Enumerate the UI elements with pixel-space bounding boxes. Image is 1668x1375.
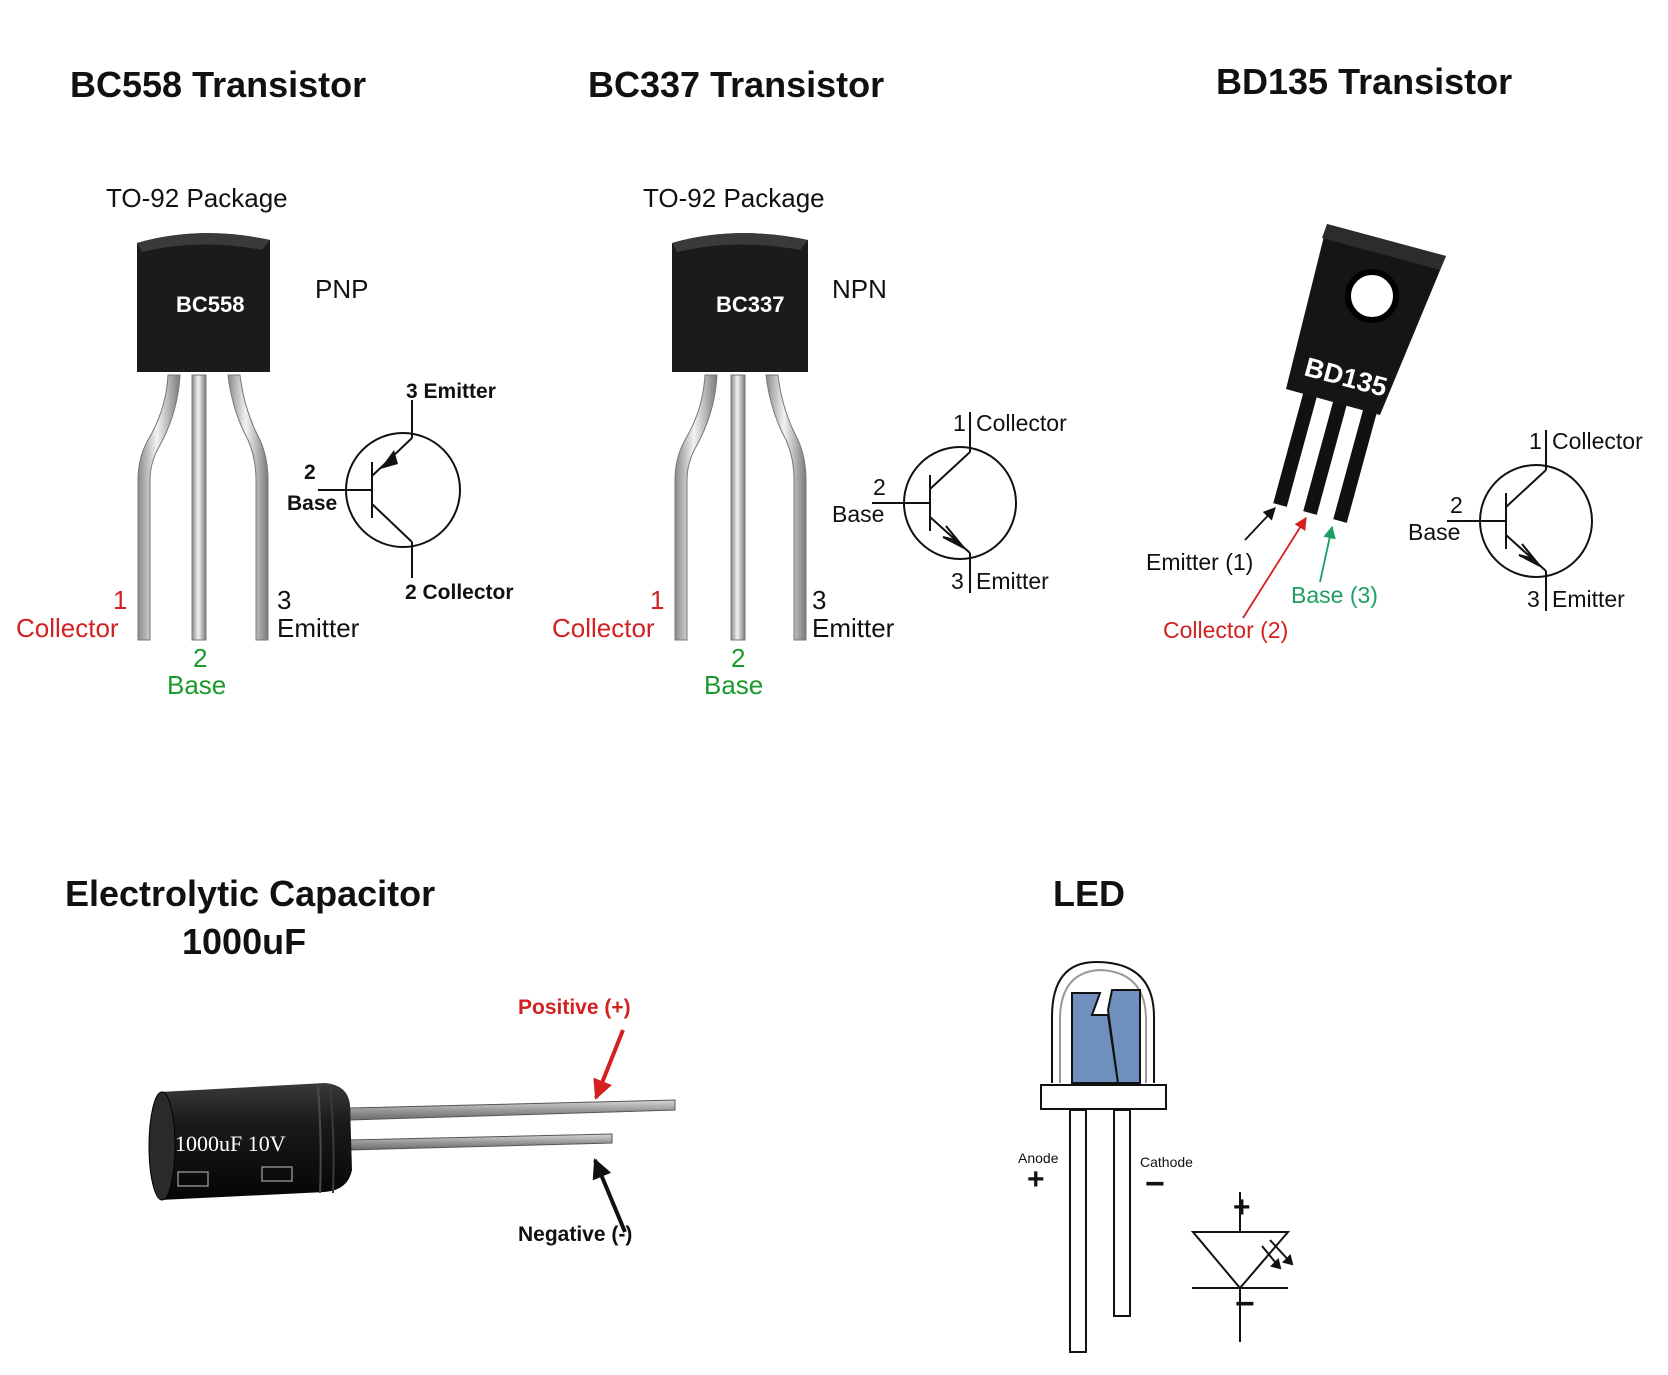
bd135-symbol-collector-label: Collector: [1552, 428, 1643, 454]
capacitor-negative-arrow: [592, 1158, 627, 1233]
led-section: LED Anode + Cathode − + −: [1018, 873, 1294, 1353]
led-anode-label: Anode: [1018, 1150, 1059, 1166]
capacitor-title-line1: Electrolytic Capacitor: [65, 873, 435, 914]
bc558-symbol-base-label: Base: [287, 492, 337, 515]
bc337-npn-symbol: [872, 412, 1017, 593]
bc558-pnp-symbol: [318, 400, 461, 578]
led-symbol-plus: +: [1233, 1191, 1251, 1224]
bc558-body: BC558: [137, 233, 270, 372]
bc558-package-label: TO-92 Package: [106, 183, 288, 213]
bc558-section: BC558 Transistor TO-92 Package PNP BC558…: [16, 64, 514, 700]
bd135-symbol-collector-number: 1: [1529, 428, 1542, 454]
bc337-pin3-name: Emitter: [812, 613, 895, 643]
bc558-title: BC558 Transistor: [70, 64, 366, 105]
capacitor-negative-label: Negative (-): [518, 1223, 632, 1246]
bc558-symbol-base-number: 2: [304, 461, 316, 484]
led-anode-sign: +: [1027, 1163, 1045, 1196]
bc558-pin2-number: 2: [193, 643, 207, 673]
bd135-npn-symbol: [1447, 430, 1593, 611]
bd135-leads: [1273, 393, 1377, 523]
bc558-pin3-name: Emitter: [277, 613, 360, 643]
bc337-symbol-base-number: 2: [873, 474, 886, 500]
bc558-pin2-name: Base: [167, 670, 226, 700]
bc337-pin1-name: Collector: [552, 613, 655, 643]
led-body: [1040, 960, 1167, 1353]
bd135-emitter-label: Emitter (1): [1146, 549, 1253, 575]
led-cathode-sign: −: [1145, 1165, 1165, 1203]
bd135-symbol-base-label: Base: [1408, 519, 1460, 545]
bc337-package-label: TO-92 Package: [643, 183, 825, 213]
capacitor-section: Electrolytic Capacitor 1000uF 1000uF 10V…: [65, 873, 676, 1246]
led-title: LED: [1053, 873, 1125, 914]
bc558-symbol-emitter-label: 3 Emitter: [406, 380, 496, 403]
bc337-type-label: NPN: [832, 274, 887, 304]
capacitor-leads: [349, 1099, 676, 1151]
bc337-pin2-name: Base: [704, 670, 763, 700]
bc337-leads: [674, 374, 807, 641]
bc337-body: BC337: [672, 233, 808, 372]
bc337-section: BC337 Transistor TO-92 Package NPN BC337…: [552, 64, 1067, 700]
bd135-body: BD135: [1286, 224, 1446, 415]
bd135-pin-arrows: [1242, 507, 1336, 619]
bd135-symbol-emitter-label: Emitter: [1552, 586, 1625, 612]
led-cathode-label: Cathode: [1140, 1154, 1193, 1170]
bc337-title: BC337 Transistor: [588, 64, 884, 105]
capacitor-positive-label: Positive (+): [518, 996, 631, 1019]
bc337-symbol-emitter-number: 3: [951, 568, 964, 594]
bc337-symbol-emitter-label: Emitter: [976, 568, 1049, 594]
bc558-chip-label: BC558: [176, 292, 244, 317]
capacitor-body: 1000uF 10V: [148, 1083, 352, 1201]
bc558-pin1-number: 1: [113, 585, 127, 615]
capacitor-title-line2: 1000uF: [182, 921, 306, 962]
led-symbol-minus: −: [1235, 1285, 1255, 1323]
bc337-symbol-collector-label: Collector: [976, 410, 1067, 436]
bc337-pin2-number: 2: [731, 643, 745, 673]
bc337-pin1-number: 1: [650, 585, 664, 615]
bc337-chip-label: BC337: [716, 292, 784, 317]
bd135-base-label: Base (3): [1291, 582, 1378, 608]
bc337-pin3-number: 3: [812, 585, 826, 615]
led-diode-symbol: [1190, 1192, 1294, 1342]
bc558-pin3-number: 3: [277, 585, 291, 615]
bc337-symbol-collector-number: 1: [953, 410, 966, 436]
bc337-symbol-base-label: Base: [832, 501, 884, 527]
bd135-symbol-base-number: 2: [1450, 492, 1463, 518]
bd135-title: BD135 Transistor: [1216, 61, 1512, 102]
bd135-collector-label: Collector (2): [1163, 617, 1288, 643]
bc558-leads: [137, 374, 269, 641]
bc558-type-label: PNP: [315, 274, 368, 304]
capacitor-positive-arrow: [593, 1029, 625, 1100]
bd135-symbol-emitter-number: 3: [1527, 586, 1540, 612]
bc558-pin1-name: Collector: [16, 613, 119, 643]
bc558-symbol-collector-label: 2 Collector: [405, 581, 514, 604]
bd135-section: BD135 Transistor BD135 Emitter (1) Colle…: [1146, 61, 1643, 643]
capacitor-body-label: 1000uF 10V: [175, 1131, 286, 1156]
